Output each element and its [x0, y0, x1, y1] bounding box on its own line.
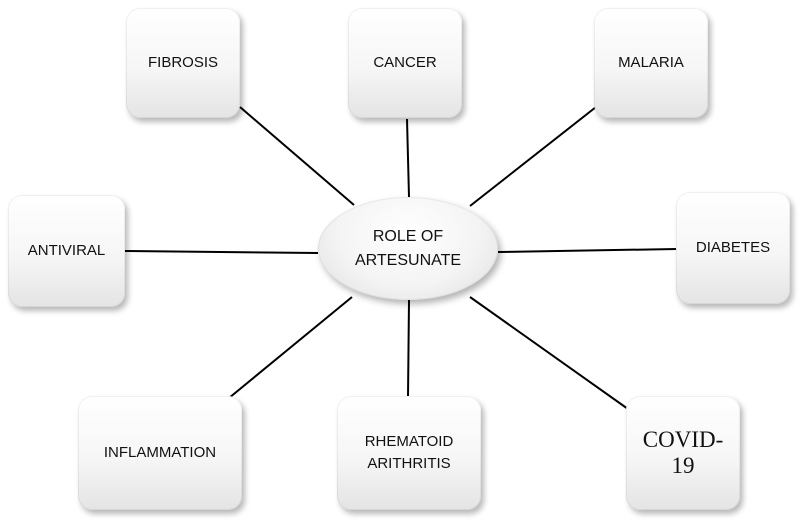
link-diabetes [497, 248, 678, 253]
link-inflammation [228, 296, 353, 399]
node-inflammation-label: INFLAMMATION [103, 443, 217, 461]
node-inflammation: INFLAMMATION [78, 396, 242, 510]
node-diabetes: DIABETES [676, 192, 790, 304]
link-fibrosis [239, 106, 355, 206]
link-malaria [469, 106, 597, 207]
node-antiviral-label: ANTIVIRAL [27, 241, 106, 259]
node-malaria: MALARIA [594, 8, 708, 118]
node-covid-label: COVID- 19 [642, 426, 724, 478]
node-malaria-label: MALARIA [618, 53, 684, 71]
node-rheumatoid: RHEMATOID ARITHRITIS [337, 396, 481, 510]
link-rheumatoid [407, 299, 410, 398]
node-cancer: CANCER [348, 8, 462, 118]
node-cancer-label: CANCER [373, 53, 437, 71]
node-fibrosis: FIBROSIS [126, 8, 240, 118]
node-covid: COVID- 19 [626, 396, 740, 510]
node-antiviral: ANTIVIRAL [8, 195, 125, 307]
node-fibrosis-label: FIBROSIS [147, 53, 218, 71]
link-covid [469, 296, 629, 410]
center-node-artesunate: ROLE OF ARTESUNATE [318, 197, 498, 300]
center-node-label: ROLE OF ARTESUNATE [354, 228, 462, 269]
node-diabetes-label: DIABETES [695, 238, 771, 256]
link-cancer [406, 118, 410, 198]
node-rheumatoid-label: RHEMATOID ARITHRITIS [364, 432, 454, 473]
link-antiviral [124, 250, 319, 254]
